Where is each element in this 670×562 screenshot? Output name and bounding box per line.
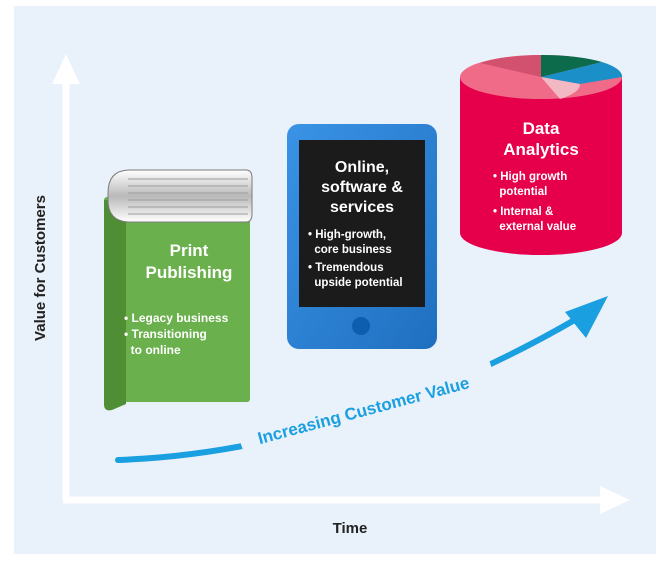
online-services-tablet: Online, software & services • High-growt… (287, 124, 437, 349)
online-title-line3: services (330, 199, 394, 216)
book-cover (104, 197, 250, 402)
pie-slice-rose (480, 55, 541, 77)
y-axis (52, 54, 80, 500)
analytics-title-line2: Analytics (503, 140, 579, 159)
print-title-line1: Print (170, 241, 209, 260)
analytics-bullet-2: potential (493, 186, 547, 198)
online-bullet-3: • Tremendous (308, 262, 384, 274)
customer-value-arrow: Increasing Customer Value (115, 296, 608, 488)
analytics-bullet-3: • Internal & (493, 206, 553, 218)
pie-slice-blue (541, 62, 623, 84)
arrow-label-gap (233, 341, 505, 488)
y-axis-arrowhead (52, 54, 80, 84)
x-axis-label: Time (333, 520, 368, 537)
data-analytics-cylinder: Data Analytics • High growth potential •… (460, 54, 623, 255)
print-bullet-2: • Transitioning (124, 327, 207, 341)
analytics-title-line1: Data (523, 119, 560, 138)
print-bullet-1: • Legacy business (124, 311, 229, 325)
online-bullet-4: upside potential (308, 277, 403, 289)
cylinder-body (460, 77, 622, 255)
analytics-bullet-1: • High growth (493, 171, 567, 183)
y-axis-label: Value for Customers (32, 195, 49, 341)
book-pages (107, 169, 253, 223)
online-bullet-1: • High-growth, (308, 229, 386, 241)
pie-slice-light (541, 77, 581, 99)
x-axis-arrowhead (600, 486, 630, 514)
arrow-head (565, 296, 608, 338)
tablet-home-button (352, 317, 370, 335)
online-title-line1: Online, (335, 159, 389, 176)
x-axis (63, 486, 630, 514)
online-title-line2: software & (321, 179, 403, 196)
analytics-bullet-4: external value (493, 221, 576, 233)
print-title-line2: Publishing (146, 263, 233, 282)
online-bullet-2: core business (308, 244, 392, 256)
print-publishing-book: Print Publishing • Legacy business • Tra… (104, 169, 253, 411)
pie-slice-green (541, 54, 602, 77)
book-spine (104, 200, 126, 411)
tablet-screen (299, 140, 425, 307)
print-bullet-3: to online (124, 343, 181, 357)
